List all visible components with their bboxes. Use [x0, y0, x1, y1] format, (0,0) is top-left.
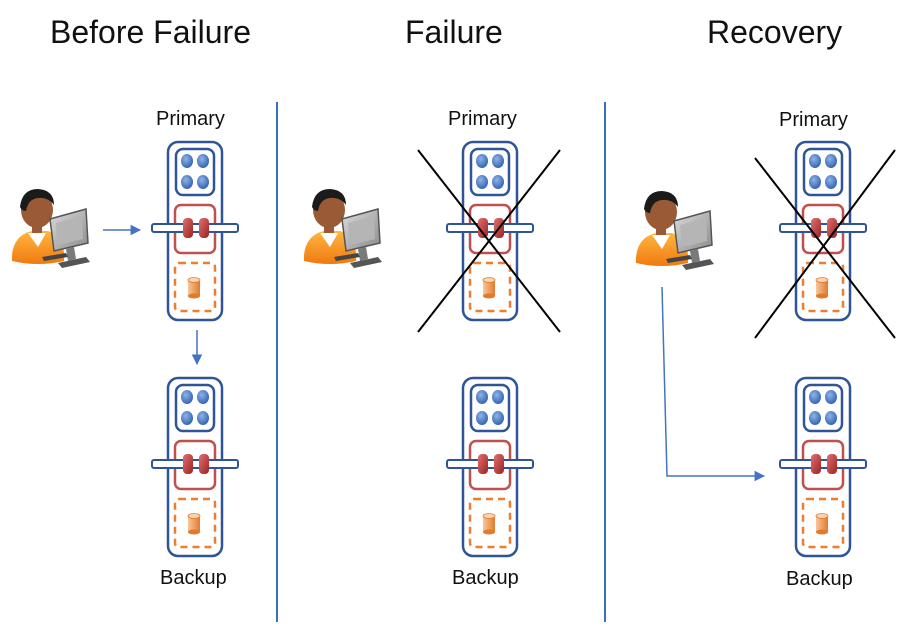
- primary-label-recovery: Primary: [779, 109, 848, 131]
- backup-label-recovery: Backup: [786, 568, 853, 590]
- server-rack-icon-backup-failure: [445, 376, 535, 558]
- backup-label-before: Backup: [160, 567, 227, 589]
- panel-divider-left: [276, 102, 278, 622]
- server-rack-icon-primary-failure: [445, 140, 535, 322]
- user-at-computer-icon-failure: [303, 188, 383, 269]
- primary-label-failure: Primary: [448, 108, 517, 130]
- user-at-computer-icon-recovery: [635, 190, 715, 271]
- panel-title-recovery: Recovery: [707, 14, 843, 50]
- panel-divider-right: [604, 102, 606, 622]
- server-rack-icon-backup-recovery: [778, 376, 868, 558]
- server-rack-icon-primary-before: [150, 140, 240, 322]
- primary-label-before: Primary: [156, 108, 225, 130]
- panel-title-before-failure: Before Failure: [50, 14, 251, 50]
- arrow-user-to-backup: [661, 286, 766, 482]
- failure-cross-icon-recovery: [754, 149, 896, 339]
- failure-cross-icon-failure: [417, 149, 561, 333]
- user-at-computer-icon-before: [11, 188, 91, 269]
- panel-title-failure: Failure: [405, 14, 503, 50]
- server-rack-icon-primary-recovery: [778, 140, 868, 322]
- server-rack-icon-backup-before: [150, 376, 240, 558]
- backup-label-failure: Backup: [452, 567, 519, 589]
